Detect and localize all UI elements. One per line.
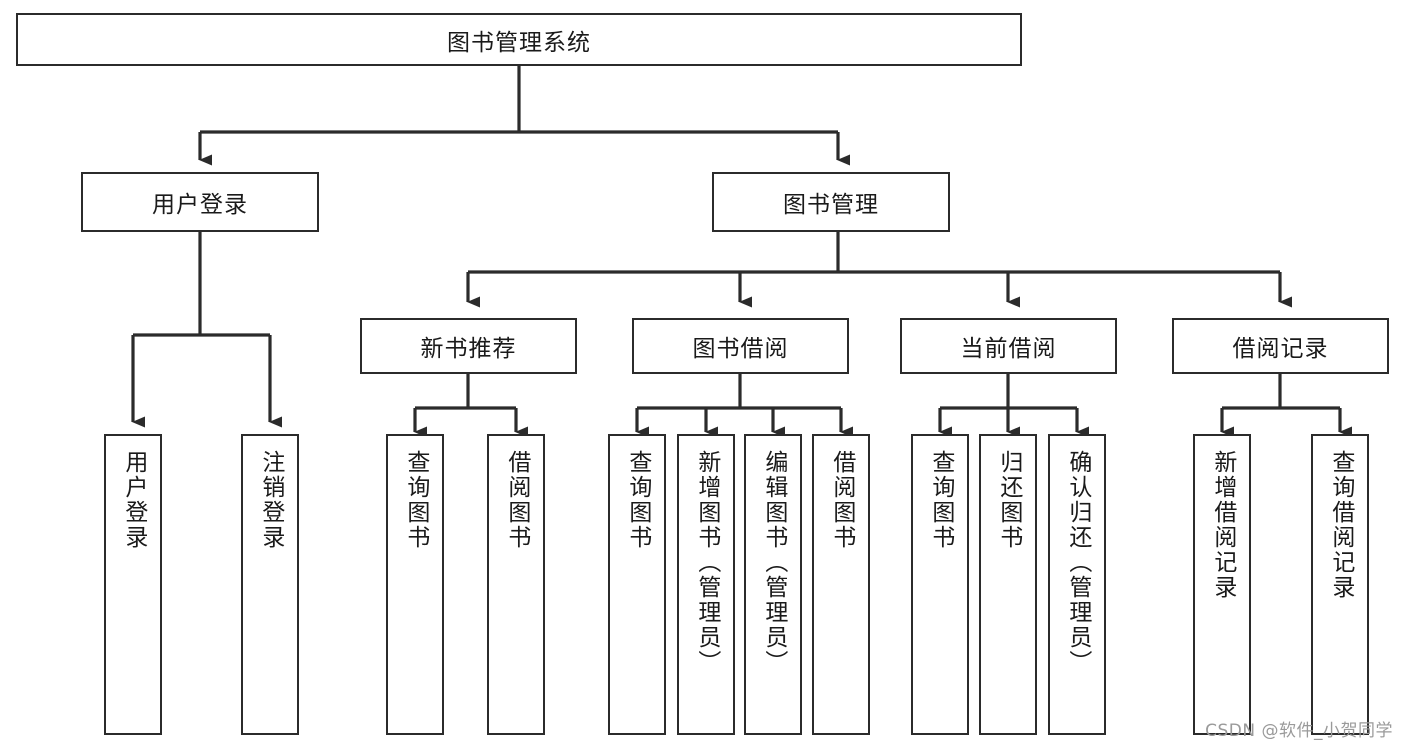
- leaf-label: 新增图书（管理员）: [693, 450, 720, 675]
- leaf-label: 查询图书: [927, 450, 954, 550]
- node-label: 图书管理系统: [447, 29, 591, 56]
- leaf-current-borrow-return-book[interactable]: 归还图书: [979, 434, 1037, 735]
- leaf-borrow-record-add-record[interactable]: 新增借阅记录: [1193, 434, 1251, 735]
- leaf-label: 查询借阅记录: [1327, 450, 1354, 600]
- leaf-label: 编辑图书（管理员）: [760, 450, 787, 675]
- node-root-book-management-system[interactable]: 图书管理系统: [16, 13, 1022, 66]
- leaf-label: 查询图书: [402, 450, 429, 550]
- node-label: 当前借阅: [960, 336, 1057, 362]
- leaf-label: 新增借阅记录: [1209, 450, 1236, 600]
- leaf-user-login-login[interactable]: 用户登录: [104, 434, 162, 735]
- node-label: 用户登录: [152, 192, 248, 218]
- leaf-current-borrow-query-book[interactable]: 查询图书: [911, 434, 969, 735]
- leaf-label: 注销登录: [257, 450, 284, 550]
- leaf-book-borrow-query-book[interactable]: 查询图书: [608, 434, 666, 735]
- leaf-label: 确认归还（管理员）: [1064, 450, 1091, 675]
- leaf-label: 用户登录: [120, 450, 147, 550]
- node-label: 借阅记录: [1232, 336, 1329, 362]
- leaf-current-borrow-confirm-return-admin[interactable]: 确认归还（管理员）: [1048, 434, 1106, 735]
- node-label: 新书推荐: [420, 336, 517, 362]
- leaf-book-borrow-edit-book-admin[interactable]: 编辑图书（管理员）: [744, 434, 802, 735]
- node-current-borrow[interactable]: 当前借阅: [900, 318, 1117, 374]
- node-user-login[interactable]: 用户登录: [81, 172, 319, 232]
- csdn-watermark: CSDN @软件_小贺同学: [1205, 721, 1393, 741]
- leaf-borrow-record-query-record[interactable]: 查询借阅记录: [1311, 434, 1369, 735]
- leaf-user-login-logout[interactable]: 注销登录: [241, 434, 299, 735]
- node-label: 图书管理: [783, 192, 879, 218]
- leaf-book-borrow-borrow-book[interactable]: 借阅图书: [812, 434, 870, 735]
- leaf-label: 借阅图书: [828, 450, 855, 550]
- leaf-new-book-borrow-book[interactable]: 借阅图书: [487, 434, 545, 735]
- node-new-book-recommend[interactable]: 新书推荐: [360, 318, 577, 374]
- node-book-management[interactable]: 图书管理: [712, 172, 950, 232]
- node-borrow-record[interactable]: 借阅记录: [1172, 318, 1389, 374]
- leaf-book-borrow-add-book-admin[interactable]: 新增图书（管理员）: [677, 434, 735, 735]
- leaf-new-book-query-book[interactable]: 查询图书: [386, 434, 444, 735]
- leaf-label: 归还图书: [995, 450, 1022, 550]
- node-book-borrow[interactable]: 图书借阅: [632, 318, 849, 374]
- node-label: 图书借阅: [692, 336, 789, 362]
- leaf-label: 借阅图书: [503, 450, 530, 550]
- leaf-label: 查询图书: [624, 450, 651, 550]
